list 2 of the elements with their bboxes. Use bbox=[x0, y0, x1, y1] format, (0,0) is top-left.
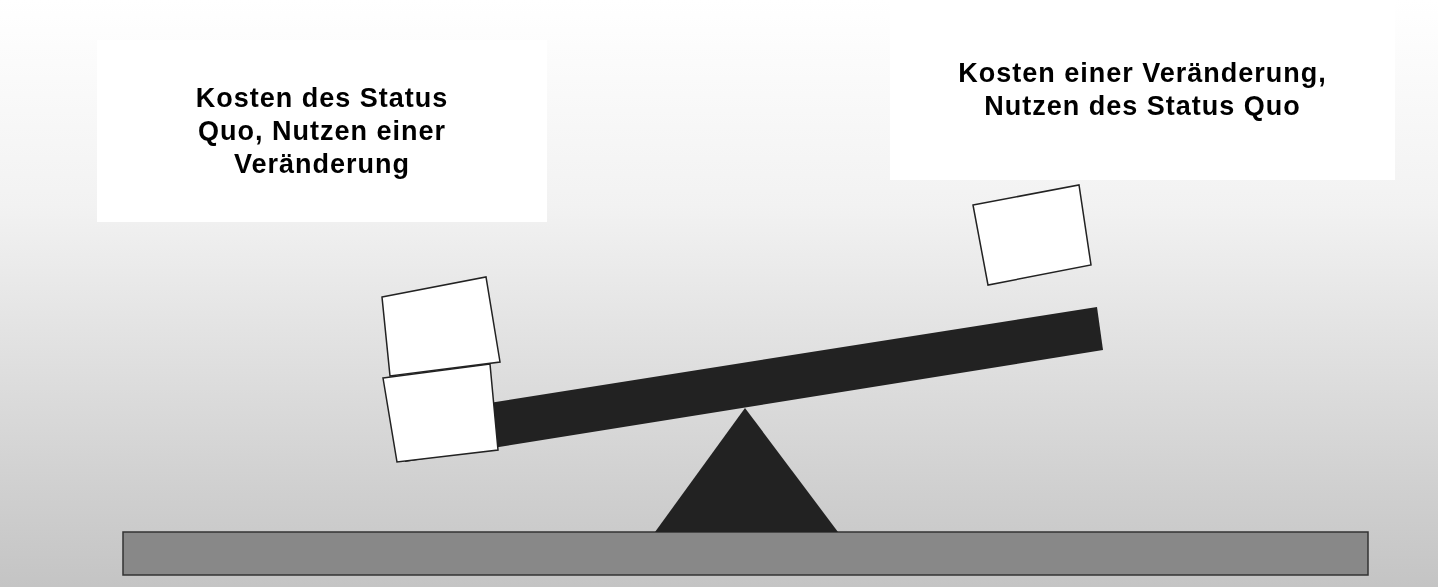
caption-text: Kosten einer Veränderung, Nutzen des Status Quo bbox=[957, 57, 1328, 123]
caption-text: Kosten des Status Quo, Nutzen einer Veränderung bbox=[194, 81, 450, 181]
